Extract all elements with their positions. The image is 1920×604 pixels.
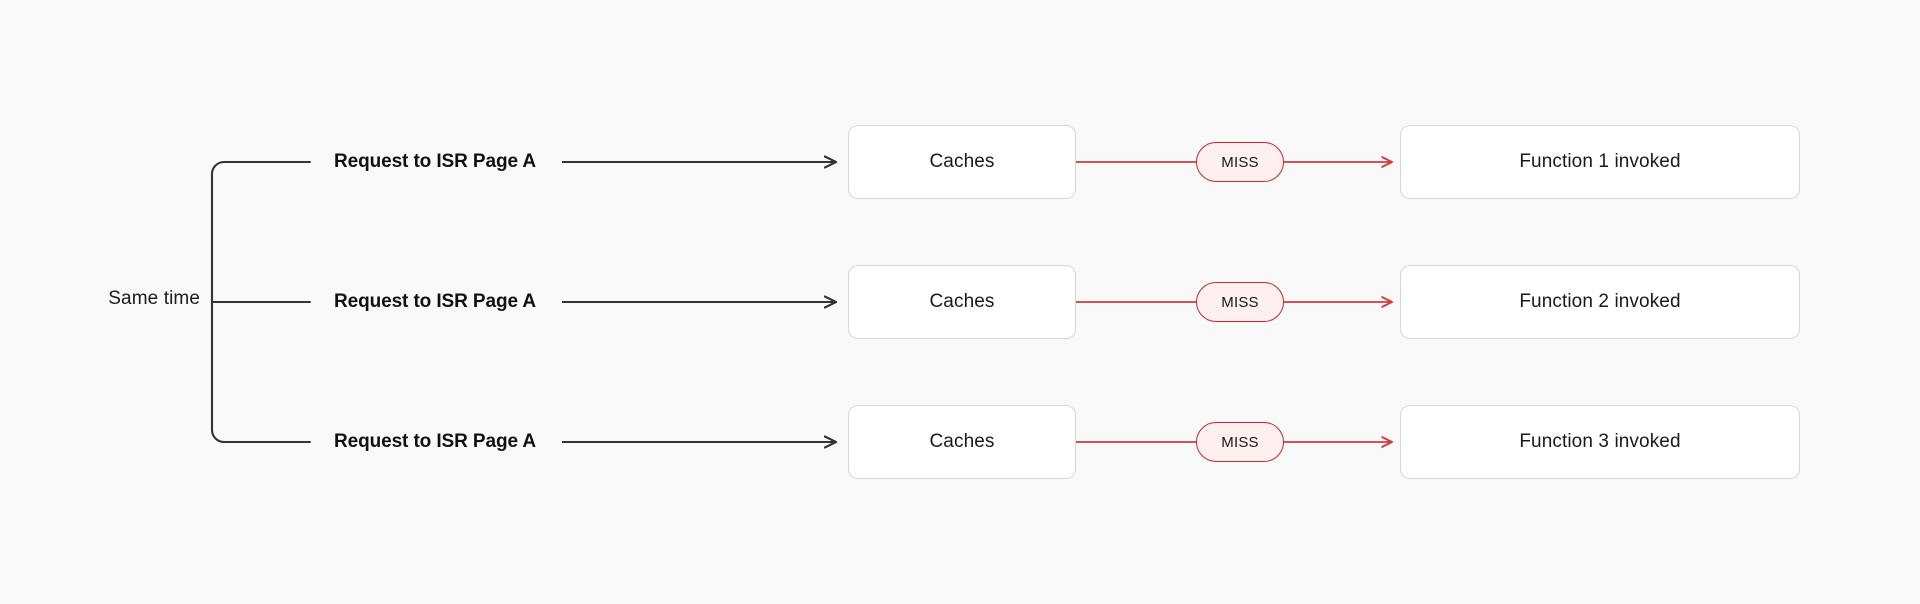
miss-badge-2: MISS xyxy=(1196,282,1284,322)
cache-box-3[interactable]: Caches xyxy=(848,405,1076,479)
request-label-3: Request to ISR Page A xyxy=(334,431,537,452)
cache-box-2[interactable]: Caches xyxy=(848,265,1076,339)
same-time-bracket-icon xyxy=(210,160,312,444)
request-label-2: Request to ISR Page A xyxy=(334,291,537,312)
request-label-1: Request to ISR Page A xyxy=(334,151,537,172)
same-time-label: Same time xyxy=(108,288,200,309)
function-box-2[interactable]: Function 2 invoked xyxy=(1400,265,1800,339)
function-box-1[interactable]: Function 1 invoked xyxy=(1400,125,1800,199)
cache-box-1[interactable]: Caches xyxy=(848,125,1076,199)
function-box-3[interactable]: Function 3 invoked xyxy=(1400,405,1800,479)
miss-badge-1: MISS xyxy=(1196,142,1284,182)
miss-badge-3: MISS xyxy=(1196,422,1284,462)
